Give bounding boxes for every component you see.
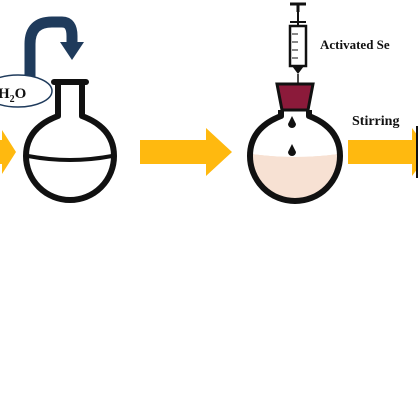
stopper-icon bbox=[275, 82, 315, 112]
process-label: Stirring bbox=[352, 114, 399, 129]
water-label-h: H bbox=[0, 86, 10, 102]
water-label-o: O bbox=[15, 86, 27, 102]
water-label-sub: 2 bbox=[10, 94, 15, 105]
process-arrow-right bbox=[348, 128, 418, 176]
round-bottom-flask-icon bbox=[23, 79, 117, 203]
reagent-label: Activated Se bbox=[320, 37, 390, 52]
process-arrow-left bbox=[0, 130, 16, 174]
reaction-flask bbox=[247, 82, 343, 204]
droplet-icon bbox=[288, 144, 296, 156]
svg-text:H2O: H2O bbox=[0, 86, 26, 105]
water-label: H2O bbox=[0, 74, 53, 108]
droplet-icon bbox=[288, 116, 296, 128]
process-arrow-middle bbox=[140, 128, 232, 176]
syringe-icon bbox=[288, 2, 308, 86]
reflux-arrow-icon bbox=[24, 16, 84, 78]
